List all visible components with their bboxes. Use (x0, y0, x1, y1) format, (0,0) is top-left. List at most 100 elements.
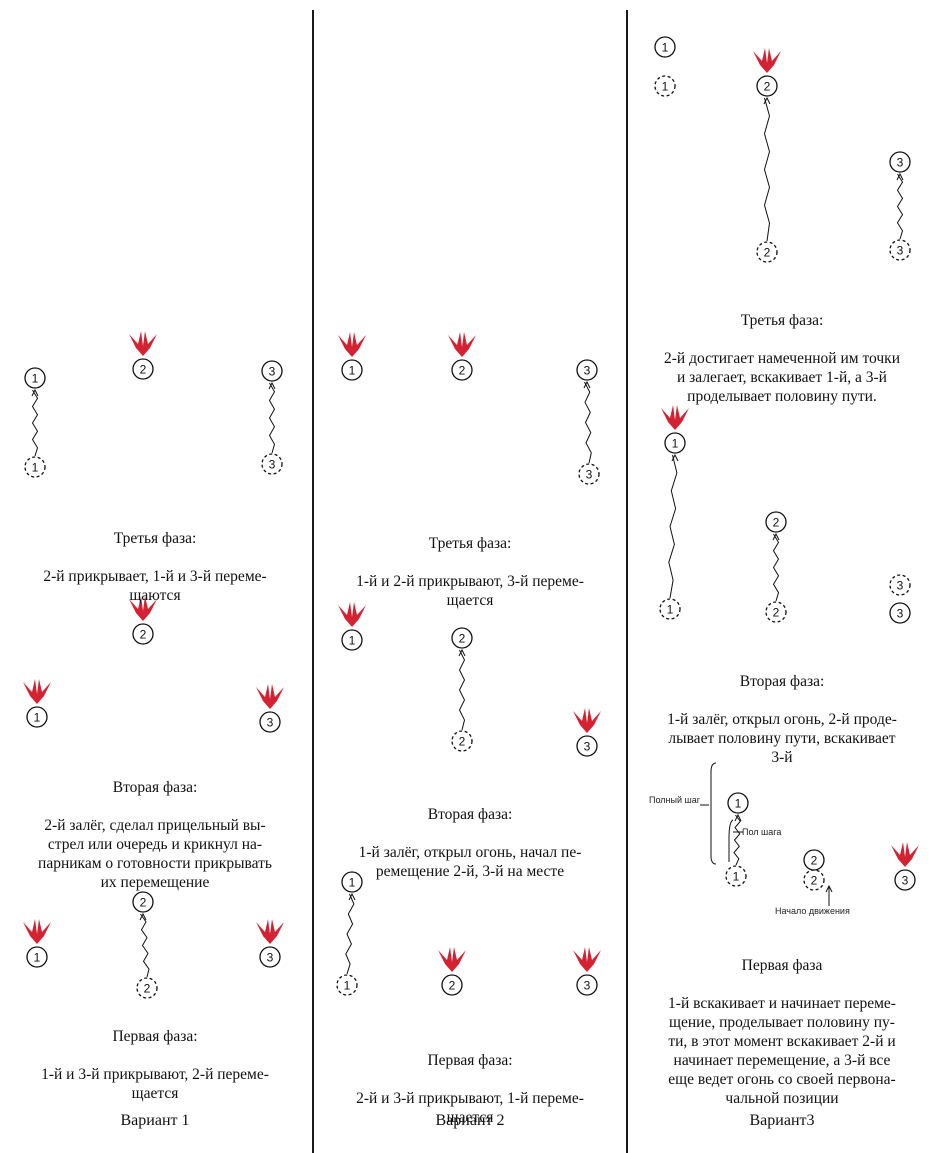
soldier-number: 3 (267, 716, 274, 730)
soldier-circle (341, 629, 363, 651)
col3-phase3-caption: Третья фаза: 2-й достигает намеченной им… (630, 292, 934, 425)
soldier-number: 1 (34, 951, 41, 965)
soldier-circle (894, 869, 916, 891)
soldier-number: 2 (140, 363, 147, 377)
fire-burst-icon (753, 48, 781, 73)
soldier-number: 1 (32, 461, 39, 475)
movement-path (772, 533, 780, 602)
caption-title: Третья фаза: (113, 530, 197, 547)
soldier-circle (765, 601, 787, 623)
arrow-head-icon (348, 892, 356, 901)
fire-burst-icon (891, 842, 919, 867)
start-position-marker: 1 (654, 75, 676, 97)
soldier-number: 2 (459, 735, 466, 749)
col3-phase2-caption: Вторая фаза: 1-й залёг, открыл огонь, 2-… (630, 653, 934, 786)
fire-burst-icon (338, 332, 366, 357)
fire-burst-icon (661, 405, 689, 430)
start-arrow-icon (825, 884, 833, 906)
soldier-marker: 1 (24, 367, 46, 389)
soldier-marker: 1 (727, 792, 749, 814)
soldier-number: 1 (672, 437, 679, 451)
caption-body: 2-й залёг, сделал прицельный вы- стрел и… (38, 817, 272, 891)
caption-body: 1-й вскакивает и начинает переме- щение,… (668, 995, 896, 1107)
start-position-marker: 3 (889, 239, 911, 261)
soldier-circle (725, 865, 747, 887)
movement-path (31, 389, 39, 457)
soldier-circle (26, 706, 48, 728)
col3-phase1-caption: Первая фаза 1-й вскакивает и начинает пе… (630, 937, 934, 1127)
soldier-circle (336, 974, 358, 996)
movement-path (268, 382, 276, 454)
col2-phase2-caption: Вторая фаза: 1-й залёг, открыл огонь, на… (316, 786, 624, 900)
movement-path (458, 649, 466, 731)
fire-burst-icon (448, 332, 476, 357)
col1-phase3-caption: Третья фаза: 2-й прикрывает, 1-й и 3-й п… (0, 510, 310, 624)
arrow-head-icon (734, 813, 742, 822)
soldier-marker: 3 (259, 946, 281, 968)
fire-burst-icon (256, 684, 284, 709)
half-step-bracket (728, 819, 734, 862)
caption-title: Третья фаза: (740, 312, 824, 329)
soldier-marker: 1 (341, 871, 363, 893)
soldier-marker: 3 (576, 974, 598, 996)
soldier-number: 3 (267, 951, 274, 965)
caption-body: 2-й прикрывает, 1-й и 3-й переме- щаются (43, 568, 267, 604)
soldier-circle (24, 367, 46, 389)
soldier-circle (132, 358, 154, 380)
col2-phase3-caption: Третья фаза: 1-й и 2-й прикрывают, 3-й п… (316, 515, 624, 629)
arrow-head-icon (671, 453, 679, 462)
fire-burst-icon (438, 947, 466, 972)
soldier-number: 2 (140, 628, 147, 642)
soldier-marker: 2 (132, 623, 154, 645)
start-position-marker: 2 (803, 869, 825, 891)
soldier-marker: 2 (451, 359, 473, 381)
soldier-number: 1 (667, 603, 674, 617)
caption-body: 1-й и 2-й прикрывают, 3-й переме- щается (356, 573, 584, 609)
soldier-circle (664, 432, 686, 454)
fire-burst-icon (573, 947, 601, 972)
soldier-number: 3 (269, 458, 276, 472)
soldier-number: 3 (584, 364, 591, 378)
soldier-marker: 2 (803, 849, 825, 871)
soldier-marker: 2 (132, 358, 154, 380)
variant-label-3: Вариант3 (749, 1112, 815, 1129)
soldier-circle (803, 849, 825, 871)
soldier-circle (261, 360, 283, 382)
arrow-head-icon (583, 380, 591, 389)
soldier-circle (451, 627, 473, 649)
soldier-circle (451, 730, 473, 752)
soldier-number: 3 (902, 874, 909, 888)
soldier-marker: 2 (765, 511, 787, 533)
fire-burst-icon (129, 331, 157, 356)
variant-label-2: Вариант 2 (435, 1112, 505, 1129)
movement-path (140, 913, 150, 978)
soldier-circle (727, 792, 749, 814)
soldier-circle (24, 456, 46, 478)
soldier-number: 1 (34, 711, 41, 725)
fire-burst-icon (573, 708, 601, 733)
soldier-circle (756, 75, 778, 97)
fire-burst-icon (129, 596, 157, 621)
soldier-number: 3 (897, 579, 904, 593)
caption-body: 1-й и 3-й прикрывают, 2-й переме- щается (41, 1066, 269, 1102)
caption-body: 1-й залёг, открыл огонь, начал пе- ремещ… (358, 844, 582, 880)
soldier-marker: 2 (441, 974, 463, 996)
soldier-number: 2 (773, 516, 780, 530)
soldier-number: 1 (349, 364, 356, 378)
full-step-bracket (710, 762, 717, 865)
soldier-circle (341, 871, 363, 893)
arrow-head-icon (896, 172, 904, 181)
start-position-marker: 1 (24, 456, 46, 478)
arrow-head-icon (268, 381, 276, 390)
soldier-number: 3 (584, 979, 591, 993)
soldier-number: 1 (733, 870, 740, 884)
soldier-number: 2 (140, 896, 147, 910)
movement-path (584, 381, 592, 464)
col1-phase1-caption: Первая фаза: 1-й и 3-й прикрывают, 2-й п… (0, 1008, 310, 1122)
soldier-circle (132, 891, 154, 913)
soldier-marker: 2 (132, 891, 154, 913)
soldier-number: 2 (459, 632, 466, 646)
soldier-number: 3 (269, 365, 276, 379)
soldier-marker: 3 (889, 602, 911, 624)
